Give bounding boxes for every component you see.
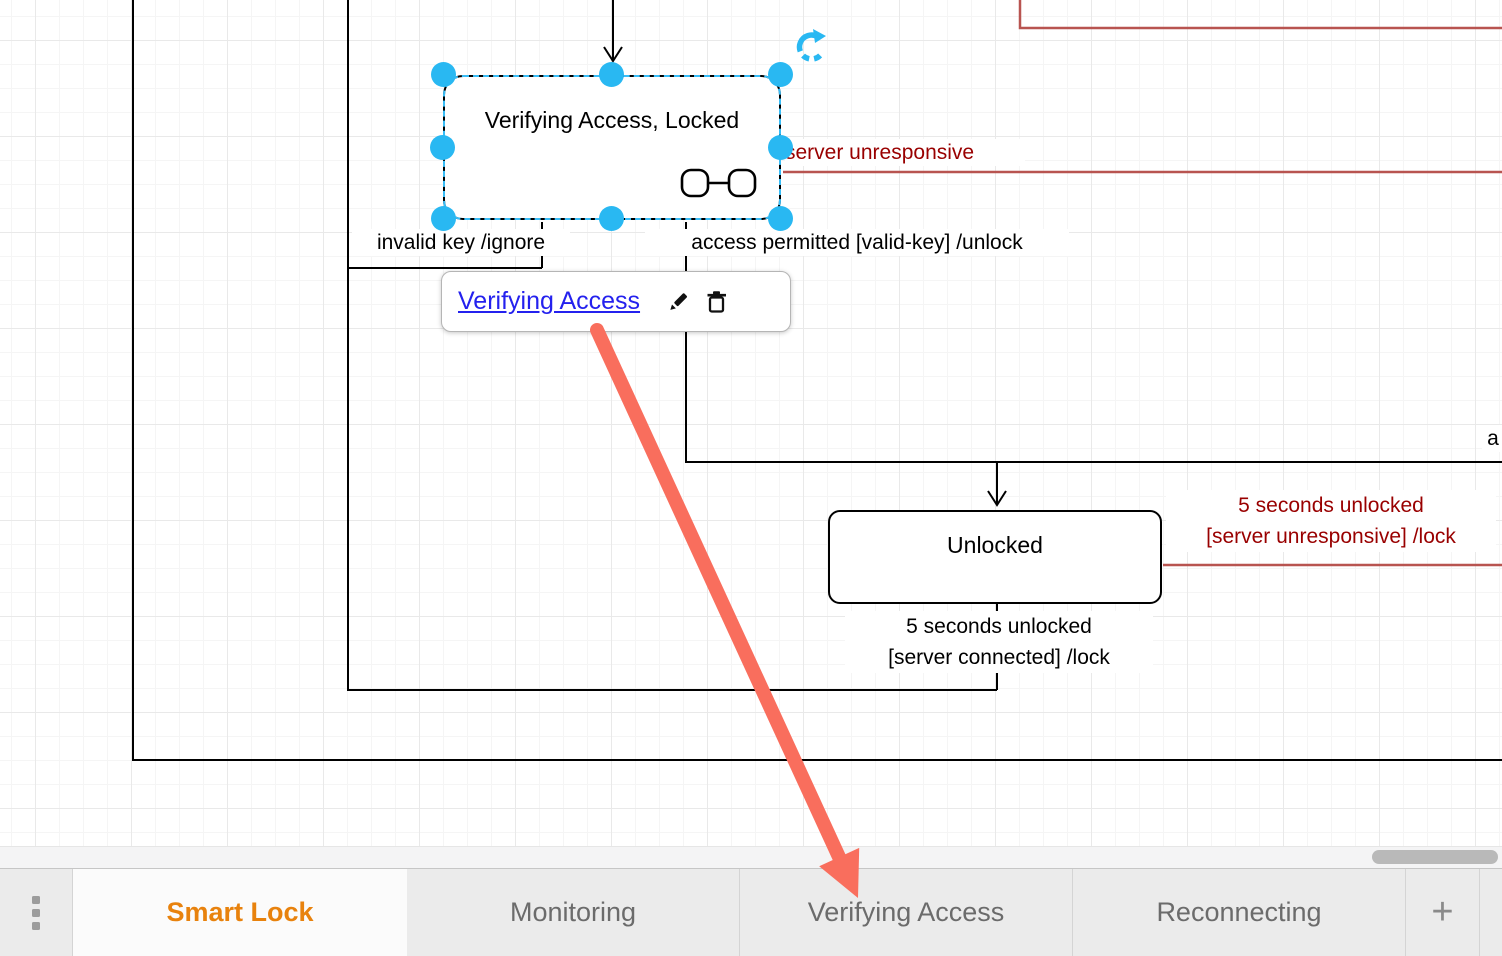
tab-reconnecting[interactable]: Reconnecting [1073, 869, 1406, 956]
arrowhead-into-composite [603, 46, 623, 63]
state-verifying-access-locked[interactable]: Verifying Access, Locked [443, 75, 781, 220]
edge-access-permitted [685, 222, 1502, 463]
state-title: Unlocked [947, 531, 1043, 558]
edge-label-clipped[interactable]: a [1482, 425, 1502, 452]
tab-smart-lock[interactable]: Smart Lock [72, 869, 407, 956]
pages-menu-button[interactable] [0, 869, 72, 956]
selection-handle-w[interactable] [430, 135, 455, 160]
tab-monitoring[interactable]: Monitoring [407, 869, 740, 956]
edge-label-timeout-connected[interactable]: 5 seconds unlocked [server connected] /l… [845, 611, 1153, 673]
diagram-canvas[interactable]: invalid key /ignore access permitted [va… [0, 0, 1502, 846]
edge-label-line: 5 seconds unlocked [906, 615, 1092, 638]
edge-label-line: [server unresponsive] /lock [1206, 525, 1456, 548]
edge-label-access-permitted[interactable]: access permitted [valid-key] /unlock [645, 229, 1069, 256]
edge-outer-container [132, 0, 1502, 761]
pencil-icon [670, 292, 688, 310]
vertical-dots-icon [32, 895, 40, 930]
edge-label-timeout-unresponsive[interactable]: 5 seconds unlocked [server unresponsive]… [1166, 490, 1496, 552]
selection-handle-ne[interactable] [768, 62, 793, 87]
selection-outline [443, 75, 781, 220]
state-title: Verifying Access, Locked [484, 107, 740, 133]
selection-handle-s[interactable] [599, 206, 624, 231]
selection-handle-n[interactable] [599, 62, 624, 87]
selection-handle-nw[interactable] [431, 62, 456, 87]
edge-label-line: 5 seconds unlocked [1238, 494, 1424, 517]
edit-button[interactable] [666, 290, 690, 314]
submachine-link-icon [680, 168, 757, 198]
add-page-button[interactable]: + [1406, 869, 1480, 956]
edge-red-corner-top [1018, 0, 1502, 30]
delete-button[interactable] [706, 290, 728, 314]
state-unlocked[interactable]: Unlocked [828, 510, 1162, 604]
link-popup: Verifying Access [441, 271, 791, 332]
horizontal-scrollbar [0, 846, 1502, 868]
page-tabbar: Smart Lock Monitoring Verifying Access R… [0, 868, 1502, 956]
trash-icon [707, 290, 727, 313]
horizontal-scrollbar-thumb[interactable] [1372, 850, 1498, 864]
tab-verifying-access[interactable]: Verifying Access [740, 869, 1073, 956]
edge-label-server-unresponsive[interactable]: server unresponsive [785, 139, 1025, 166]
selection-handle-se[interactable] [768, 206, 793, 231]
verifying-access-link[interactable]: Verifying Access [458, 287, 641, 315]
tabbar-spacer [1480, 869, 1502, 956]
edge-label-invalid-key[interactable]: invalid key /ignore [352, 229, 570, 256]
selection-handle-sw[interactable] [431, 206, 456, 231]
edge-label-line: [server connected] /lock [888, 646, 1110, 669]
selection-handle-e[interactable] [768, 135, 793, 160]
rotate-handle-icon[interactable] [792, 29, 828, 65]
arrowhead-into-unlocked [987, 490, 1007, 507]
